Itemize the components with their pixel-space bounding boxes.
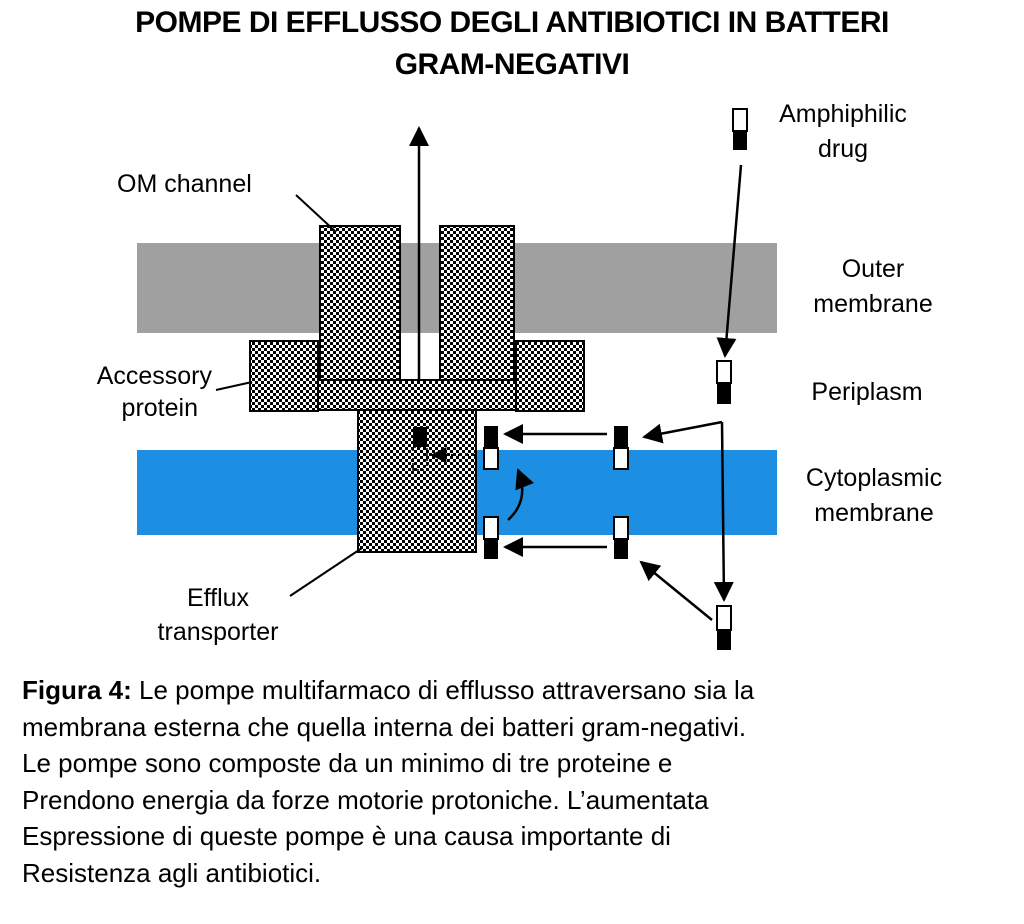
label-amphiphilic-line1: Amphiphilic <box>779 100 907 128</box>
drug-molecule-outer-lower <box>613 516 629 559</box>
om-channel-leader <box>295 194 337 233</box>
label-accessory-line2: protein <box>122 394 198 422</box>
drug-molecule-bottom <box>716 605 732 650</box>
caption-line-1: Figura 4: Le pompe multifarmaco di efflu… <box>22 672 1022 709</box>
periplasm-down-arrow <box>713 421 734 602</box>
drug-entry-arrow <box>716 164 743 358</box>
caption-figure-label: Figura 4: <box>22 675 132 705</box>
efflux-pump-diagram: OM channel Accessory protein Efflux tran… <box>97 100 942 650</box>
label-efflux-line1: Efflux <box>187 584 250 612</box>
caption-line-2: membrana esterna che quella interna dei … <box>22 711 747 742</box>
drug-molecule-inner-lower <box>483 516 499 559</box>
label-cytoplasmic-line1: Cytoplasmic <box>806 464 942 492</box>
caption-line-3: Le pompe sono composte da un minimo di t… <box>22 748 673 779</box>
flip-arrow-periplasm <box>642 420 723 444</box>
cytoplasm-up-arrow <box>639 560 713 621</box>
label-outer-line2: membrane <box>813 290 933 318</box>
label-om-channel: OM channel <box>117 170 252 198</box>
title-line-2: GRAM-NEGATIVI <box>394 48 630 81</box>
flip-arrow-inner <box>507 468 534 521</box>
label-outer-line1: Outer <box>842 255 905 283</box>
caption-line-6: Resistenza agli antibiotici. <box>22 857 322 888</box>
drug-molecule-transporter <box>412 427 428 471</box>
caption-line-1-text: Le pompe multifarmaco di efflusso attrav… <box>131 675 755 705</box>
label-periplasm: Periplasm <box>811 378 922 406</box>
accessory-protein <box>249 340 585 412</box>
label-amphiphilic-line2: drug <box>818 135 868 163</box>
caption-line-4: Prendono energia da forze motorie proton… <box>22 784 709 815</box>
efflux-leader <box>289 547 363 597</box>
drug-molecule-top <box>732 108 748 150</box>
title-line-1: POMPE DI EFFLUSSO DEGLI ANTIBIOTICI IN B… <box>135 6 889 39</box>
drug-molecule-inner-upper <box>483 426 499 470</box>
figure-caption: Figura 4: Le pompe multifarmaco di efflu… <box>22 672 1022 892</box>
accessory-leader <box>215 381 253 391</box>
om-channel <box>319 225 515 381</box>
label-accessory-line1: Accessory <box>97 362 213 390</box>
drug-molecule-periplasm <box>716 360 732 404</box>
label-efflux-line2: transporter <box>158 618 279 646</box>
label-cytoplasmic-line2: membrane <box>814 499 934 527</box>
drug-molecule-outer-upper <box>613 426 629 470</box>
caption-line-5: Espressione di queste pompe è una causa … <box>22 821 671 852</box>
figure-title: POMPE DI EFFLUSSO DEGLI ANTIBIOTICI IN B… <box>0 2 1024 86</box>
